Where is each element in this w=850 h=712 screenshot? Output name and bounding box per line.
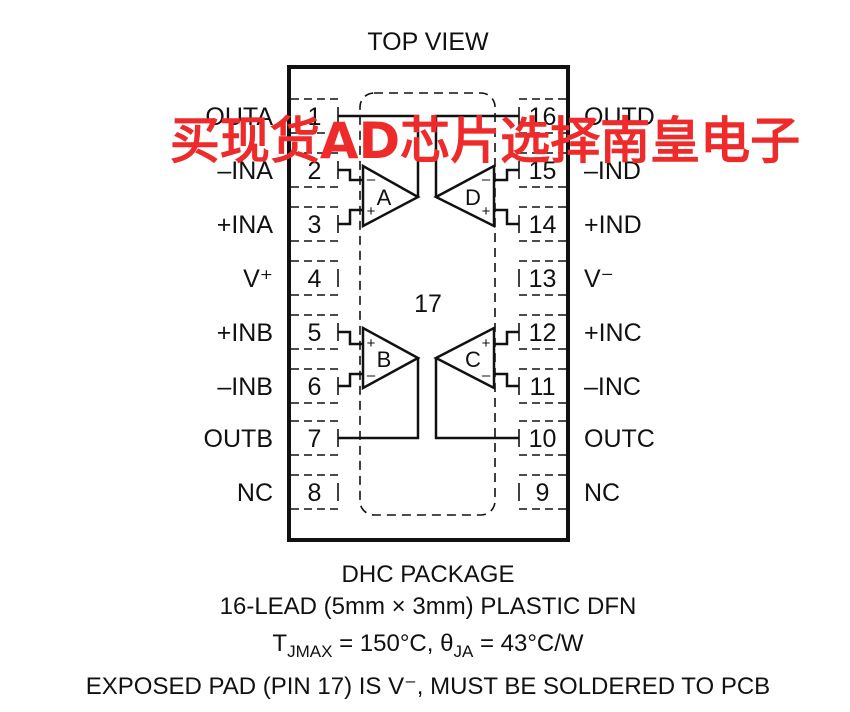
left-pin-1: 1 OUTA — [205, 98, 339, 134]
left-pin-name: OUTB — [204, 425, 273, 453]
right-pin-10: 10 OUTC — [518, 420, 655, 456]
amp-c-minus-sign: – — [482, 367, 491, 384]
left-pin-number: 1 — [308, 103, 322, 131]
right-pin-name: +INC — [584, 319, 642, 347]
exposed-pad-note: EXPOSED PAD (PIN 17) IS V⁻, MUST BE SOLD… — [86, 673, 770, 700]
amplifier-d — [433, 163, 496, 229]
right-pin-9: 9 NC — [518, 474, 620, 510]
package-description: 16-LEAD (5mm × 3mm) PLASTIC DFN — [220, 593, 637, 620]
left-pin-5: 5 +INB — [217, 314, 339, 350]
amplifier-b — [361, 325, 421, 391]
right-pin-13: 13 V⁻ — [518, 260, 614, 296]
amp-d-minus-sign: – — [482, 171, 491, 188]
right-pin-number: 15 — [529, 157, 557, 185]
right-pin-12: 12 +INC — [518, 314, 642, 350]
amplifier-symbols — [361, 163, 496, 391]
left-pin-2: 2 –INA — [217, 152, 339, 188]
amp-b-plus-sign: + — [367, 335, 376, 352]
left-pin-number: 3 — [308, 211, 322, 239]
amplifier-a — [361, 163, 421, 229]
left-pin-name: NC — [237, 479, 273, 507]
left-pin-number: 4 — [308, 265, 322, 293]
amplifier-a-label: A — [377, 185, 392, 210]
left-pin-number: 6 — [308, 373, 322, 401]
right-pin-number: 10 — [529, 425, 557, 453]
thermal-spec: TJMAX = 150°C, θJA = 43°C/W — [272, 630, 584, 661]
left-pin-7: 7 OUTB — [204, 420, 339, 456]
right-pin-name: V⁻ — [584, 265, 614, 293]
exposed-pad-label: 17 — [414, 290, 442, 318]
package-name: DHC PACKAGE — [342, 561, 515, 588]
left-pin-number: 8 — [308, 479, 322, 507]
right-pin-15: 15 –IND — [518, 152, 641, 188]
right-pin-name: NC — [584, 479, 620, 507]
right-pin-name: –IND — [584, 157, 641, 185]
amp-a-plus-sign: + — [367, 203, 376, 220]
right-pin-number: 12 — [529, 319, 557, 347]
right-pin-name: –INC — [584, 373, 641, 401]
left-pin-3: 3 +INA — [217, 206, 339, 242]
left-pin-number: 2 — [308, 157, 322, 185]
amp-b-minus-sign: – — [367, 367, 376, 384]
left-pin-6: 6 –INB — [217, 368, 339, 404]
right-pin-name: OUTD — [584, 103, 655, 131]
left-pin-name: +INA — [217, 211, 274, 239]
amplifier-b-label: B — [377, 347, 392, 372]
right-pin-11: 11 –INC — [518, 368, 641, 404]
left-pin-name: +INB — [217, 319, 273, 347]
watermark-text: 买现货AD芯片选择南皇电子 — [170, 112, 800, 170]
amp-c-plus-sign: + — [482, 335, 491, 352]
right-pin-14: 14 +IND — [518, 206, 642, 242]
exposed-pad — [359, 92, 496, 516]
left-pin-4: 4 V⁺ — [243, 260, 339, 296]
left-pin-name: V⁺ — [243, 265, 273, 293]
right-pin-number: 9 — [536, 479, 550, 507]
right-pin-name: +IND — [584, 211, 642, 239]
right-pin-number: 11 — [530, 373, 556, 401]
right-pin-name: OUTC — [584, 425, 655, 453]
left-pin-8: 8 NC — [237, 474, 339, 510]
amp-a-minus-sign: – — [367, 171, 376, 188]
amplifier-c-label: C — [465, 347, 481, 372]
amplifier-c — [433, 325, 496, 391]
left-pin-number: 5 — [308, 319, 322, 347]
package-outline — [287, 65, 570, 542]
diagram-title: TOP VIEW — [367, 28, 489, 56]
right-pin-16: 16 OUTD — [518, 98, 655, 134]
left-pin-name: –INB — [217, 373, 273, 401]
amp-d-plus-sign: + — [482, 203, 491, 220]
amplifier-d-label: D — [465, 185, 481, 210]
left-pin-name: OUTA — [205, 103, 273, 131]
left-pin-number: 7 — [308, 425, 322, 453]
left-pin-name: –INA — [217, 157, 273, 185]
right-pin-number: 14 — [529, 211, 557, 239]
right-pin-number: 13 — [529, 265, 557, 293]
internal-wiring — [338, 114, 519, 440]
right-pin-number: 16 — [529, 103, 557, 131]
